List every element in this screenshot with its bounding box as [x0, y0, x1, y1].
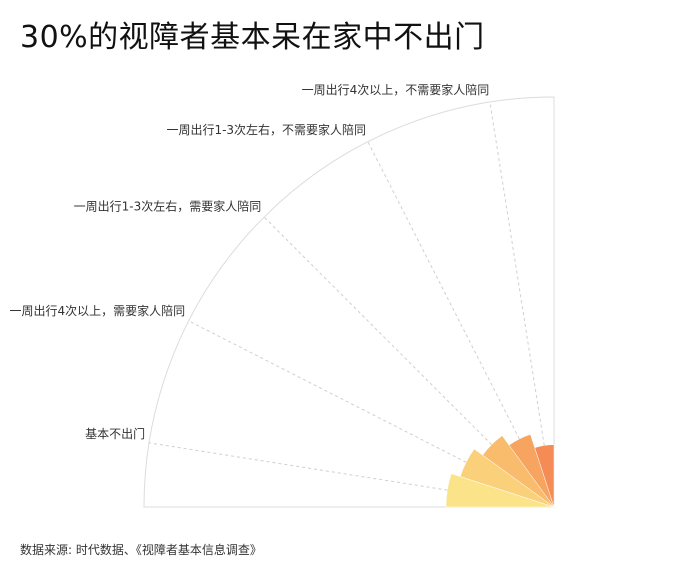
leader-line — [489, 101, 545, 446]
category-label: 一周出行4次以上，需要家人陪同 — [9, 303, 185, 318]
category-label: 基本不出门 — [85, 426, 145, 441]
rose-wedge — [482, 435, 555, 508]
category-label: 一周出行1-3次左右，需要家人陪同 — [74, 198, 262, 213]
leader-line — [188, 320, 467, 463]
leader-line — [148, 442, 448, 491]
category-label: 一周出行1-3次左右，不需要家人陪同 — [166, 122, 366, 137]
leader-line — [263, 216, 492, 445]
category-label: 一周出行4次以上，不需要家人陪同 — [302, 82, 490, 97]
leader-line — [367, 141, 520, 440]
page-title: 30%的视障者基本呆在家中不出门 — [20, 20, 485, 55]
rose-wedge — [445, 473, 555, 508]
rose-frame — [143, 96, 555, 508]
source-note: 数据来源: 时代数据、《视障者基本信息调查》 — [20, 543, 262, 557]
